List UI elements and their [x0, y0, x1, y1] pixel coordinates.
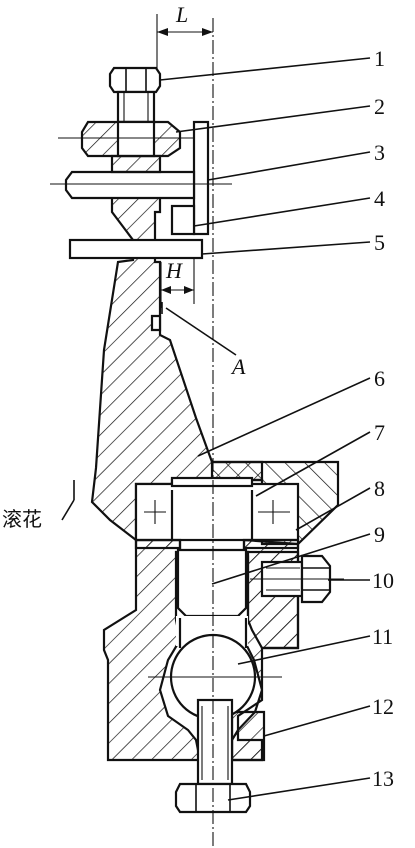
label-L: L [175, 2, 188, 27]
callout-4: 4 [374, 186, 385, 211]
callout-5: 5 [374, 230, 385, 255]
callout-2: 2 [374, 94, 385, 119]
callout-7: 7 [374, 420, 385, 445]
bore [176, 548, 248, 618]
callout-6: 6 [374, 366, 385, 391]
rod [50, 154, 232, 200]
part-2 [58, 120, 196, 158]
callout-numbers: 1 2 3 4 5 6 7 8 9 10 11 12 13 [372, 46, 394, 791]
callout-leaders [159, 57, 371, 801]
knurl-text: 滚花 [2, 507, 42, 531]
part-1-screw [108, 66, 162, 124]
tip [150, 314, 162, 332]
knurl-label: 滚花 [2, 480, 75, 531]
part-10-screw [250, 554, 344, 604]
callout-13: 13 [372, 766, 394, 791]
part-5-bar [68, 238, 204, 260]
dimension-H: H [160, 258, 195, 308]
dimension-L: L [156, 2, 213, 70]
callout-1: 1 [374, 46, 385, 71]
callout-8: 8 [374, 476, 385, 501]
part-3-plate [192, 120, 210, 236]
point-A: A [161, 302, 246, 379]
part-11-ball [148, 616, 282, 721]
part-4 [170, 204, 196, 236]
callout-12: 12 [372, 694, 394, 719]
label-H: H [165, 258, 183, 283]
callout-9: 9 [374, 522, 385, 547]
callout-10: 10 [372, 568, 394, 593]
label-A: A [230, 354, 246, 379]
callout-3: 3 [374, 140, 385, 165]
part-7-block [134, 476, 300, 550]
callout-11: 11 [372, 624, 393, 649]
